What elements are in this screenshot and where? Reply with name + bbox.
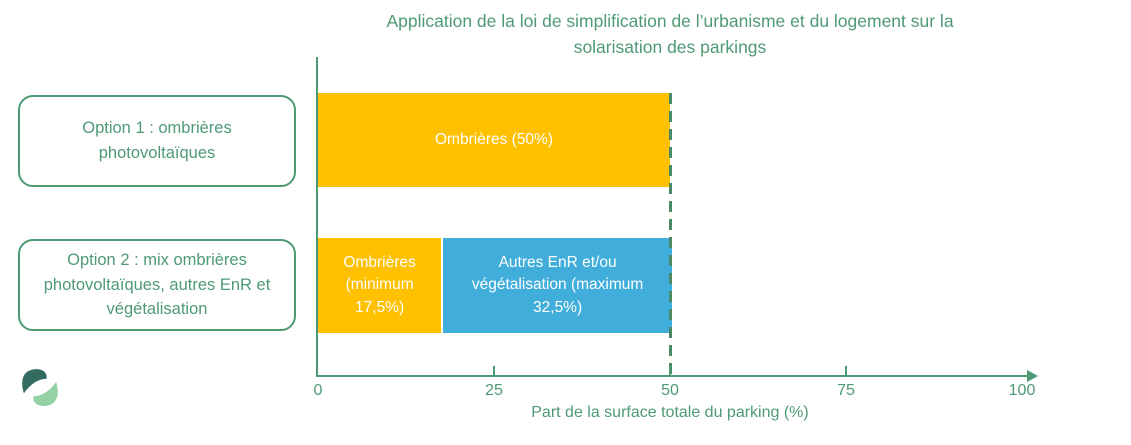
option2-label: Option 2 : mix ombrières photovoltaïques… [43, 250, 271, 319]
bar-segment-autres-enr: Autres EnR et/ou végétalisation (maximum… [443, 238, 672, 333]
bar-option1: Ombrières (50%) [318, 93, 1022, 187]
option1-label-box: Option 1 : ombrières photovoltaïques [18, 95, 296, 187]
x-tick-label: 0 [313, 382, 323, 399]
bar-segment-label: Autres EnR et/ou végétalisation (maximum… [471, 253, 644, 316]
bar-segment-ombrieres-min: Ombrières (minimum 17,5%) [318, 238, 442, 333]
option1-label: Option 1 : ombrières photovoltaïques [82, 119, 232, 162]
x-axis-title: Part de la surface totale du parking (%) [531, 404, 809, 421]
chart-title-text: Application de la loi de simplification … [386, 11, 954, 58]
x-axis-arrow-icon [1027, 370, 1038, 382]
bar-segment-label: Ombrières (50%) [435, 130, 553, 148]
plot-area: Ombrières (50%) Ombrières (minimum 17,5%… [314, 57, 1038, 399]
chart-title: Application de la loi de simplification … [318, 8, 1022, 61]
bar-segment-ombrieres-50: Ombrières (50%) [318, 93, 670, 187]
bar-segment-label: Ombrières (minimum 17,5%) [343, 253, 416, 316]
x-tick-mark [493, 366, 495, 375]
x-tick-label: 50 [661, 382, 679, 399]
x-tick-mark [669, 366, 671, 375]
x-tick-label: 75 [837, 382, 855, 399]
bar-option2: Ombrières (minimum 17,5%) Autres EnR et/… [318, 238, 1022, 333]
x-tick-mark [845, 366, 847, 375]
logo-icon [22, 369, 58, 406]
option2-label-box: Option 2 : mix ombrières photovoltaïques… [18, 239, 296, 331]
reference-line-50-percent [669, 93, 672, 375]
x-axis-ticks: 0 25 50 75 100 [314, 57, 1035, 399]
y-axis-line [316, 57, 318, 377]
x-axis-line [316, 375, 1028, 377]
x-tick-label: 25 [485, 382, 503, 399]
x-tick-label: 100 [1008, 382, 1036, 399]
